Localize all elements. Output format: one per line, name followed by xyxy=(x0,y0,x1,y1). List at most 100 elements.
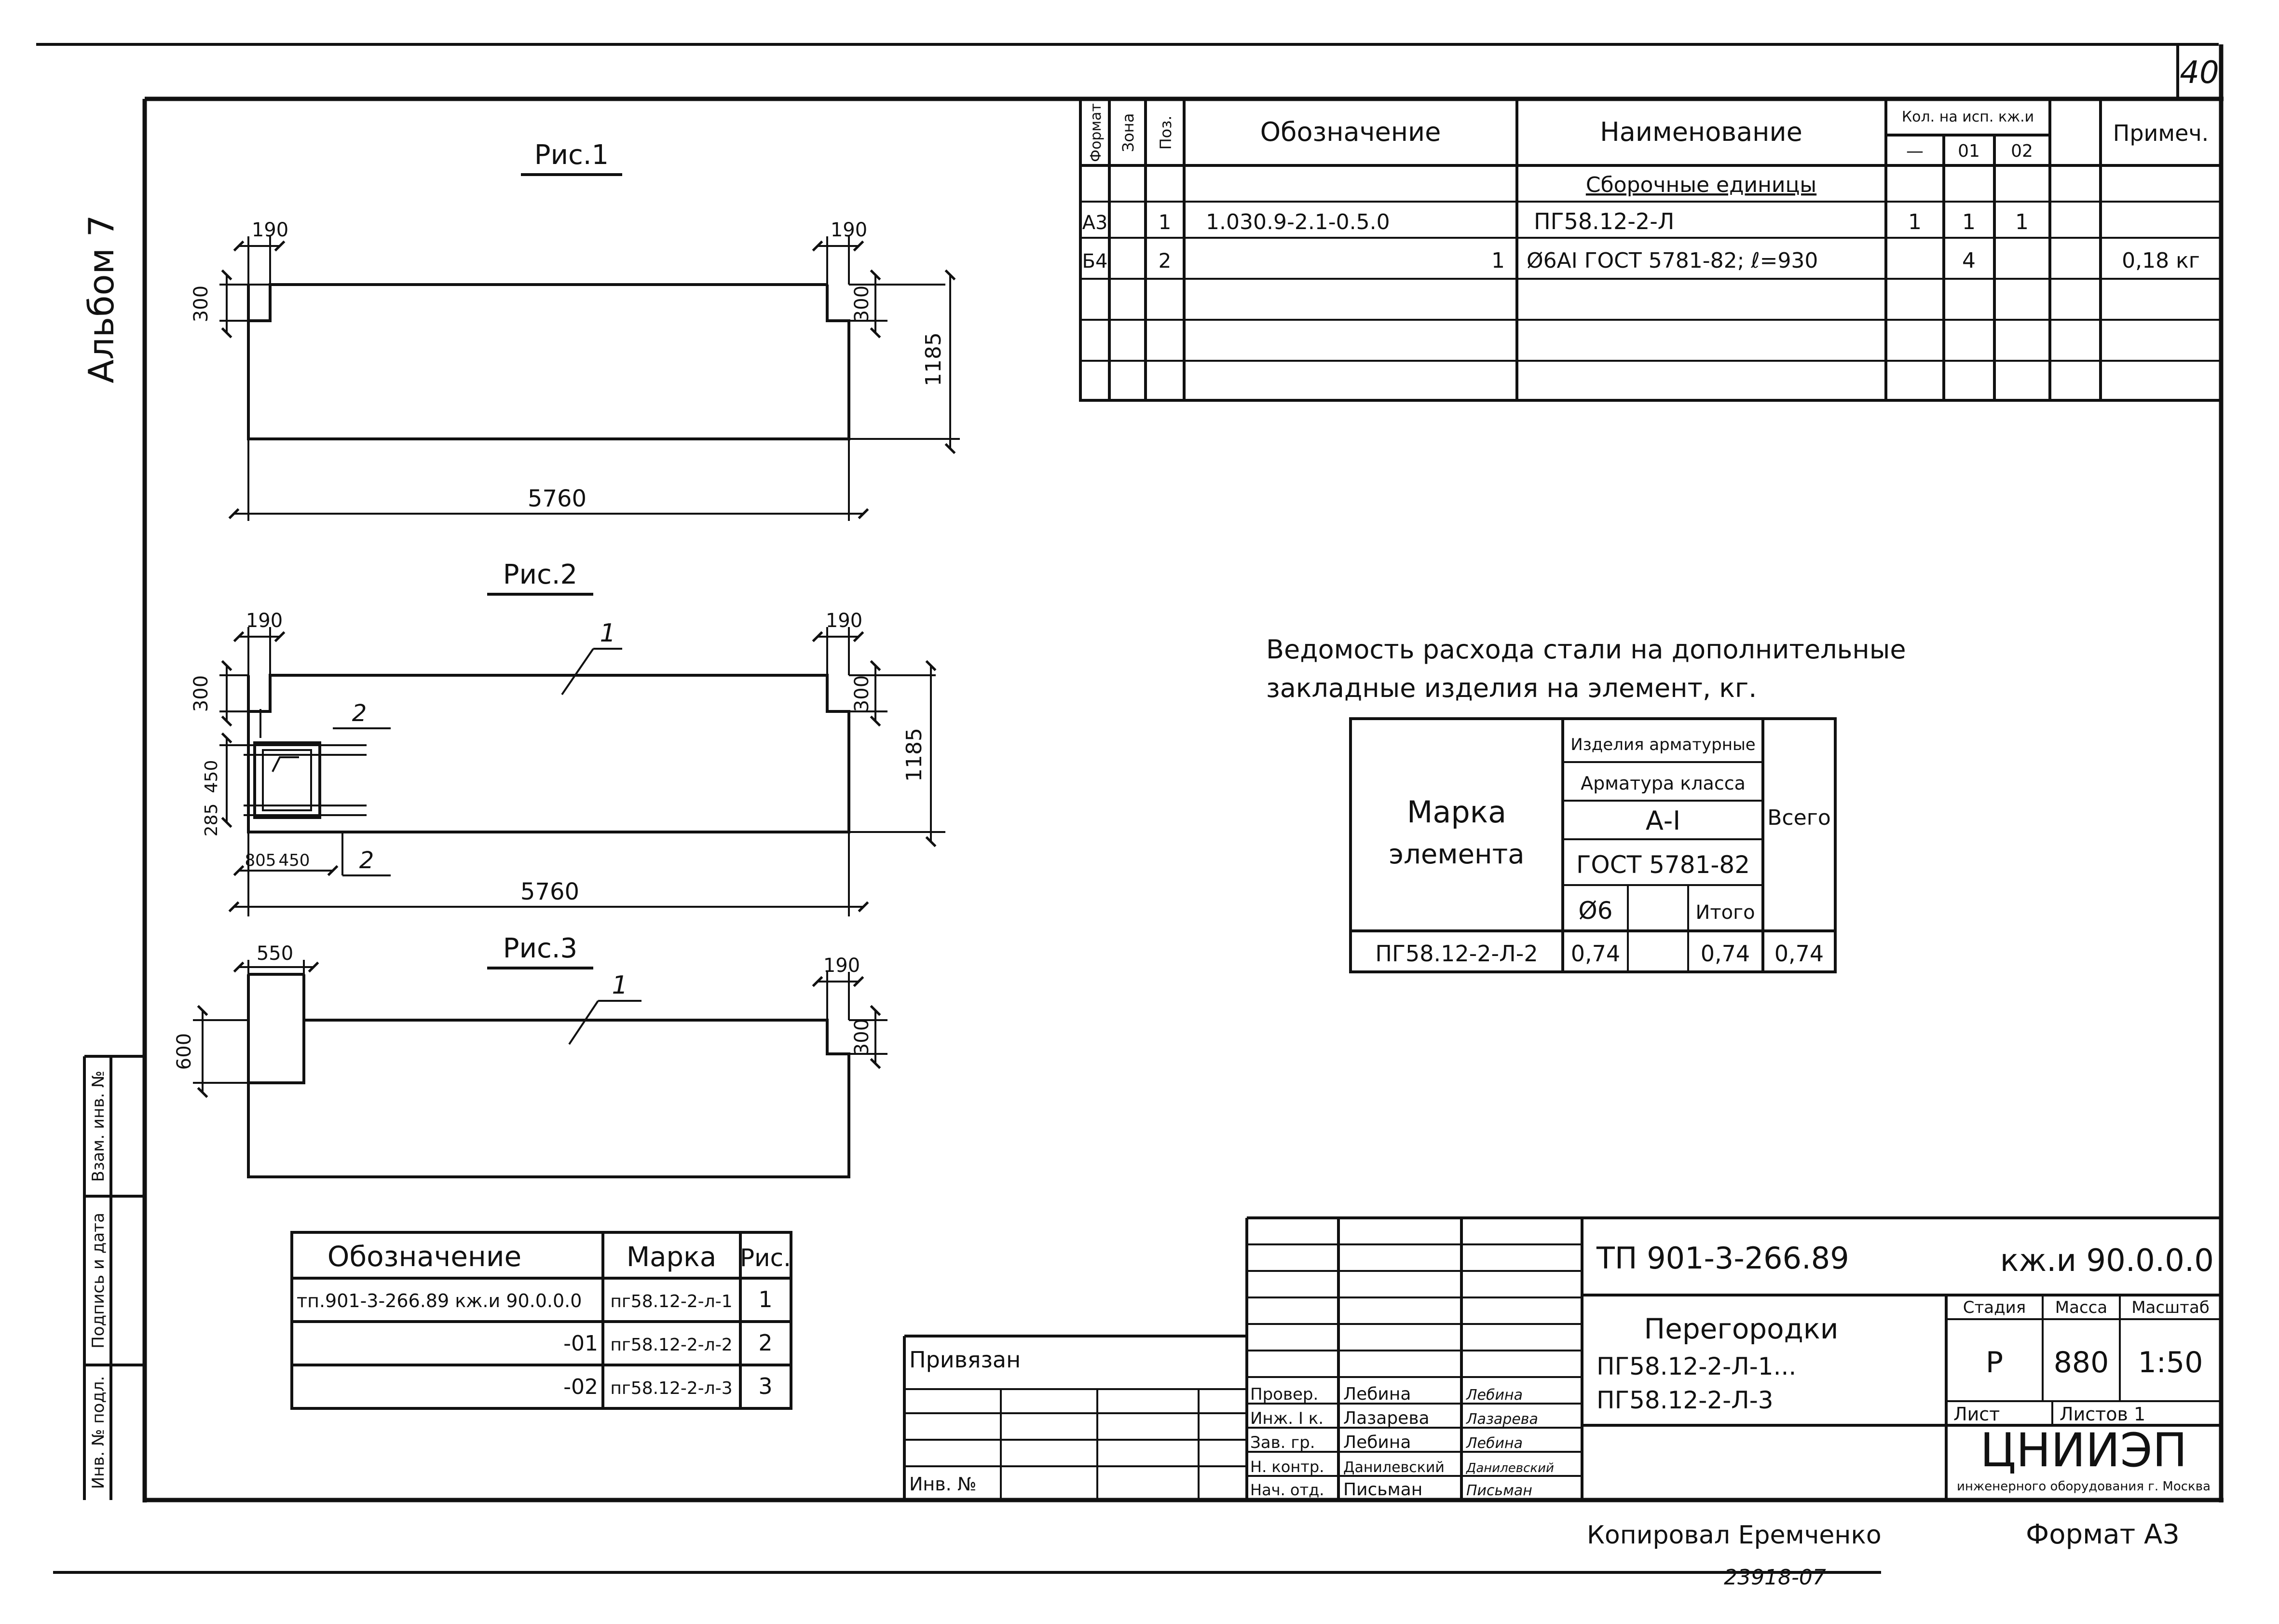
tb-name-1: Лебина xyxy=(1343,1384,1411,1404)
spec-h-zone: Зона xyxy=(1119,113,1137,152)
tb-sign-5: Письман xyxy=(1466,1482,1532,1499)
figure-1-title: Рис.1 xyxy=(534,139,609,171)
tb-mass-h: Масса xyxy=(2055,1298,2107,1317)
tb-code: кж.и 90.0.0.0 xyxy=(2000,1243,2214,1279)
spec-h-qty-2: 02 xyxy=(2011,141,2033,161)
fig2-dim-300-right: 300 xyxy=(851,675,873,712)
tb-title-3: ПГ58.12-2-Л-3 xyxy=(1597,1386,1774,1414)
marks-table: Обозначение Марка Рис. тп.901-3-266.89 к… xyxy=(290,1231,792,1410)
tb-org-sub: инженерного оборудования г. Москва xyxy=(1957,1479,2211,1494)
fig2-dim-190-left: 190 xyxy=(246,610,283,632)
fig2-dim-5760: 5760 xyxy=(520,878,579,905)
panel-2-outline xyxy=(247,674,850,833)
spec-h-qty-0: — xyxy=(1906,141,1924,161)
fig1-dim-300-right: 300 xyxy=(851,286,873,322)
fig3-dim-600: 600 xyxy=(173,1033,195,1070)
figure-3-title: Рис.3 xyxy=(503,933,577,964)
tb-scale: 1:50 xyxy=(2138,1346,2203,1379)
spec-section: Сборочные единицы xyxy=(1586,173,1816,197)
tb-sign-4: Данилевский xyxy=(1466,1461,1554,1475)
fig3-callout-1: 1 xyxy=(612,971,628,1000)
spec-h-name: Наименование xyxy=(1600,117,1802,147)
tb-name-4: Данилевский xyxy=(1343,1459,1445,1476)
tb-sheet-h: Лист xyxy=(1953,1404,2000,1425)
figure-2-title: Рис.2 xyxy=(503,559,577,590)
steel-r-total: 0,74 xyxy=(1701,941,1750,967)
inventory-stamp: 23918-07 xyxy=(1724,1565,1826,1590)
fig1-dim-190-left: 190 xyxy=(252,219,288,241)
tb-scale-h: Масштаб xyxy=(2131,1298,2210,1317)
marks-r2-designation: -01 xyxy=(563,1331,598,1356)
spec-r1-q2: 1 xyxy=(2015,210,2029,234)
fig3-dim-550: 550 xyxy=(257,942,293,965)
figure-1: Рис.1 300 190 190 300 1185 5760 xyxy=(190,139,960,521)
marks-h-designation: Обозначение xyxy=(328,1240,521,1273)
replacement-inv-label: Взам. инв. № xyxy=(89,1071,108,1182)
spec-h-qty: Кол. на исп. кж.и xyxy=(1902,109,2034,125)
spec-r1-pos: 1 xyxy=(1159,210,1172,234)
tb-role-3: Зав. гр. xyxy=(1250,1433,1315,1452)
marks-h-mark: Марка xyxy=(627,1242,716,1273)
tb-sheets-h: Листов 1 xyxy=(2060,1404,2145,1425)
spec-r2-format: Б4 xyxy=(1082,250,1108,273)
marks-r1-mark: пг58.12-2-л-1 xyxy=(610,1292,732,1311)
tb-sign-2: Лазарева xyxy=(1466,1411,1538,1428)
tb-role-2: Инж. I к. xyxy=(1250,1409,1324,1428)
steel-r-mark: ПГ58.12-2-Л-2 xyxy=(1375,941,1538,967)
tb-name-2: Лазарева xyxy=(1343,1408,1430,1428)
tb-role-4: Н. контр. xyxy=(1250,1458,1324,1476)
steel-r-all: 0,74 xyxy=(1774,941,1824,967)
marks-r1-designation: тп.901-3-266.89 кж.и 90.0.0.0 xyxy=(297,1290,582,1311)
marks-r3-mark: пг58.12-2-л-3 xyxy=(610,1378,732,1398)
fig2-dim-450-h: 450 xyxy=(279,851,310,870)
spec-r1-designation: 1.030.9-2.1-0.5.0 xyxy=(1206,210,1390,234)
steel-h-all: Всего xyxy=(1767,805,1830,830)
fig1-dim-5760: 5760 xyxy=(528,485,587,512)
fig2-dim-1185: 1185 xyxy=(902,728,927,782)
fig2-callout-2-bottom: 2 xyxy=(359,847,374,874)
spec-h-designation: Обозначение xyxy=(1260,117,1441,147)
copied-by: Копировал Еремченко xyxy=(1587,1521,1882,1550)
marks-r2-fig: 2 xyxy=(758,1330,772,1356)
fig1-dim-300-left: 300 xyxy=(190,286,212,322)
spec-h-note: Примеч. xyxy=(2113,120,2209,146)
panel-3-outline xyxy=(247,973,850,1178)
fig2-callout-2-top: 2 xyxy=(352,700,367,727)
tb-name-3: Лебина xyxy=(1343,1433,1411,1452)
fig2-dim-190-right: 190 xyxy=(826,610,862,632)
steel-h-mark-1: Марка xyxy=(1407,794,1506,830)
marks-h-fig: Рис. xyxy=(740,1244,791,1272)
spec-h-pos: Поз. xyxy=(1157,116,1175,150)
inv-podl-label: Инв. № подл. xyxy=(89,1376,108,1489)
spec-r1-q0: 1 xyxy=(1908,210,1922,234)
figure-3: Рис.3 1 550 190 600 300 xyxy=(173,933,887,1178)
spec-r1-q1: 1 xyxy=(1962,210,1976,234)
fig3-dim-190: 190 xyxy=(823,955,860,977)
embedded-part xyxy=(253,741,321,819)
steel-h-class: А-Ⅰ xyxy=(1646,805,1680,836)
tb-project: ТП 901-3-266.89 xyxy=(1596,1241,1849,1276)
tb-role-1: Провер. xyxy=(1250,1385,1318,1404)
signature-date-label: Подпись и дата xyxy=(89,1213,108,1349)
tb-mass: 880 xyxy=(2054,1346,2109,1379)
privyazan-inv: Инв. № xyxy=(909,1474,976,1495)
tb-name-5: Письман xyxy=(1343,1480,1422,1500)
fig2-dim-450-v: 450 xyxy=(202,760,221,793)
spec-r2-name: Ø6АⅠ ГОСТ 5781-82; ℓ=930 xyxy=(1527,248,1818,273)
tb-stage: Р xyxy=(1986,1346,2003,1379)
spec-r1-name: ПГ58.12-2-Л xyxy=(1534,208,1674,234)
spec-r2-designation: 1 xyxy=(1491,248,1505,273)
panel-1-outline xyxy=(247,283,850,440)
privyazan-label: Привязан xyxy=(909,1347,1021,1373)
spec-table: Формат Зона Поз. Обозначение Наименовани… xyxy=(1079,97,2223,402)
fig2-dim-300-left: 300 xyxy=(190,675,212,712)
steel-h-total: Итого xyxy=(1695,901,1755,924)
steel-h-gost: ГОСТ 5781-82 xyxy=(1576,851,1750,879)
format-label: Формат А3 xyxy=(2026,1519,2180,1550)
spec-h-format: Формат xyxy=(1088,103,1105,162)
figure-2: Рис.2 1 2 2 190 190 300 xyxy=(190,559,945,916)
tb-stage-h: Стадия xyxy=(1963,1298,2026,1317)
fig2-callout-1: 1 xyxy=(600,619,615,648)
spec-r2-pos: 2 xyxy=(1159,249,1172,273)
